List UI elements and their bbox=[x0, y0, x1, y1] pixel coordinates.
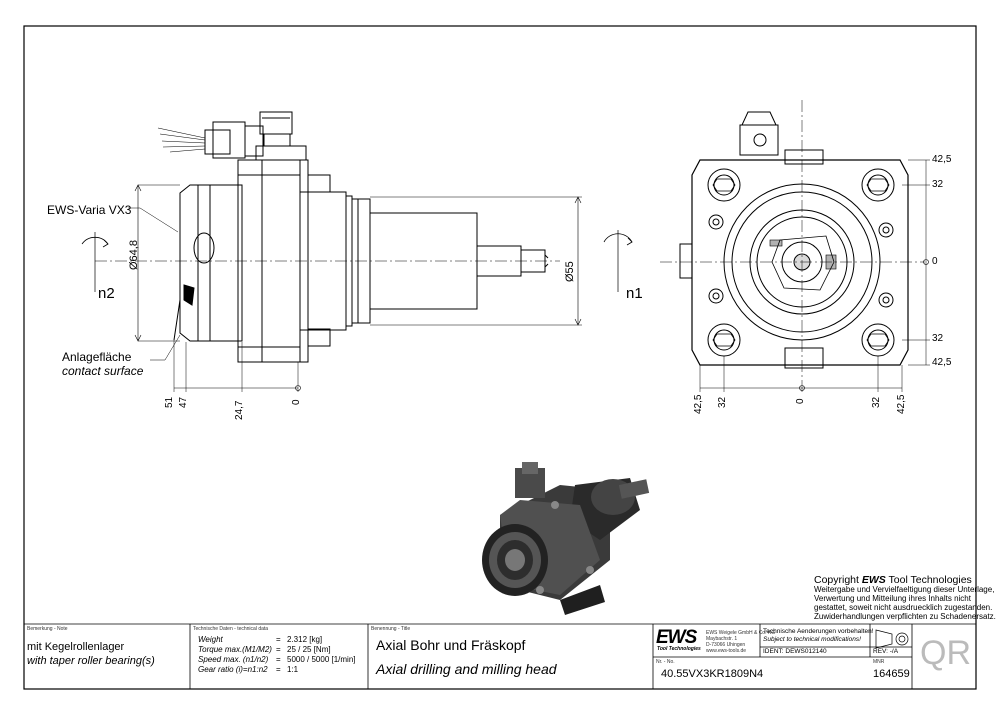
dim-bottom-32-right: 32 bbox=[871, 396, 882, 408]
dim-bottom-42-5-left: 42,5 bbox=[693, 394, 704, 414]
company-line: EWS Weigele GmbH & Co. KG bbox=[706, 630, 776, 636]
company-line: Maybachstr. 1 bbox=[706, 636, 738, 642]
dim-0-side: 0 bbox=[291, 399, 302, 405]
tech-value-weight: 2.312 [kg] bbox=[287, 635, 323, 644]
tech-eq: = bbox=[276, 645, 281, 654]
qr-placeholder: QR bbox=[920, 634, 971, 672]
ident: IDENT: DEWS012140 bbox=[763, 648, 827, 655]
note-de: mit Kegelrollenlager bbox=[27, 641, 125, 653]
title-caption: Benennung - Title bbox=[371, 626, 411, 632]
nr-caption: Nr. - No. bbox=[656, 659, 675, 665]
dim-47: 47 bbox=[178, 396, 189, 408]
tech-label-speed: Speed max. (n1/n2) bbox=[198, 655, 269, 664]
copyright-suffix: Tool Technologies bbox=[885, 574, 972, 586]
tech-eq: = bbox=[276, 635, 281, 644]
contact-surface-label-en: contact surface bbox=[62, 364, 144, 378]
tech-value-torque: 25 / 25 [Nm] bbox=[287, 645, 331, 654]
note-en: with taper roller bearing(s) bbox=[27, 655, 155, 667]
dim-right-42-5-top: 42,5 bbox=[932, 154, 952, 165]
dim-24-7: 24,7 bbox=[234, 400, 245, 420]
dim-51: 51 bbox=[164, 396, 175, 408]
change-notice-de: Technische Aenderungen vorbehalten! bbox=[763, 628, 874, 635]
dim-right-32-bottom: 32 bbox=[932, 333, 944, 344]
tech-value-speed: 5000 / 5000 [1/min] bbox=[287, 655, 356, 664]
tech-label-gear: Gear ratio (i)=n1:n2 bbox=[198, 665, 268, 674]
tech-label-weight: Weight bbox=[198, 635, 223, 644]
revision: REV: -/A bbox=[873, 648, 899, 655]
dim-bottom-0: 0 bbox=[795, 398, 806, 404]
speed-n1-label: n1 bbox=[626, 285, 643, 302]
change-notice-en: Subject to technical modifications! bbox=[763, 636, 861, 643]
copyright-prefix: Copyright bbox=[814, 574, 862, 586]
title-en: Axial drilling and milling head bbox=[376, 661, 557, 677]
title-de: Axial Bohr und Fräskopf bbox=[376, 637, 526, 653]
tech-value-gear: 1:1 bbox=[287, 665, 299, 674]
diameter-right-label: Ø55 bbox=[564, 261, 576, 282]
copyright-brand: EWS bbox=[861, 574, 886, 586]
ews-logo: EWS bbox=[656, 627, 697, 648]
mnr-number: 164659 bbox=[873, 668, 910, 680]
speed-n2-label: n2 bbox=[98, 285, 115, 302]
dim-bottom-32-left: 32 bbox=[717, 396, 728, 408]
dim-right-42-5-bottom: 42,5 bbox=[932, 357, 952, 368]
isometric-render bbox=[482, 462, 650, 615]
copyright-notice: Copyright EWS Tool Technologies Weiterga… bbox=[814, 574, 996, 621]
copyright-line: Zuwiderhandlungen verpflichten zu Schade… bbox=[814, 612, 996, 621]
product-label: EWS-Varia VX3 bbox=[47, 203, 132, 217]
contact-surface-label-de: Anlagefläche bbox=[62, 350, 132, 364]
dim-bottom-42-5-right: 42,5 bbox=[896, 394, 907, 414]
dim-right-0: 0 bbox=[932, 256, 938, 267]
copyright-line: Weitergabe und Vervielfaeltigung dieser … bbox=[814, 585, 995, 594]
copyright-line: Verwertung und Mitteilung ihres Inhalts … bbox=[814, 594, 971, 603]
company-line: www.ews-tools.de bbox=[706, 648, 747, 654]
front-view bbox=[660, 100, 930, 392]
part-number: 40.55VX3KR1809N4 bbox=[661, 668, 764, 680]
sheet-border bbox=[23, 25, 977, 690]
tech-label-torque: Torque max.(M1/M2) bbox=[198, 645, 272, 654]
title-block-lines bbox=[24, 623, 976, 689]
tech-eq: = bbox=[276, 665, 281, 674]
ews-logo-sub: Tool Technologies bbox=[657, 646, 701, 652]
mnr-caption: MNR bbox=[873, 659, 885, 665]
side-view bbox=[81, 111, 633, 392]
copyright-line: gestattet, soweit nicht ausdruecklich zu… bbox=[814, 603, 993, 612]
diameter-left-label: Ø64,8 bbox=[128, 240, 140, 270]
tech-eq: = bbox=[276, 655, 281, 664]
company-line: D-73066 Uhingen bbox=[706, 642, 746, 648]
note-caption: Bemerkung - Note bbox=[27, 626, 68, 632]
tech-caption: Technische Daten - technical data bbox=[193, 626, 269, 632]
dim-right-32-top: 32 bbox=[932, 179, 944, 190]
